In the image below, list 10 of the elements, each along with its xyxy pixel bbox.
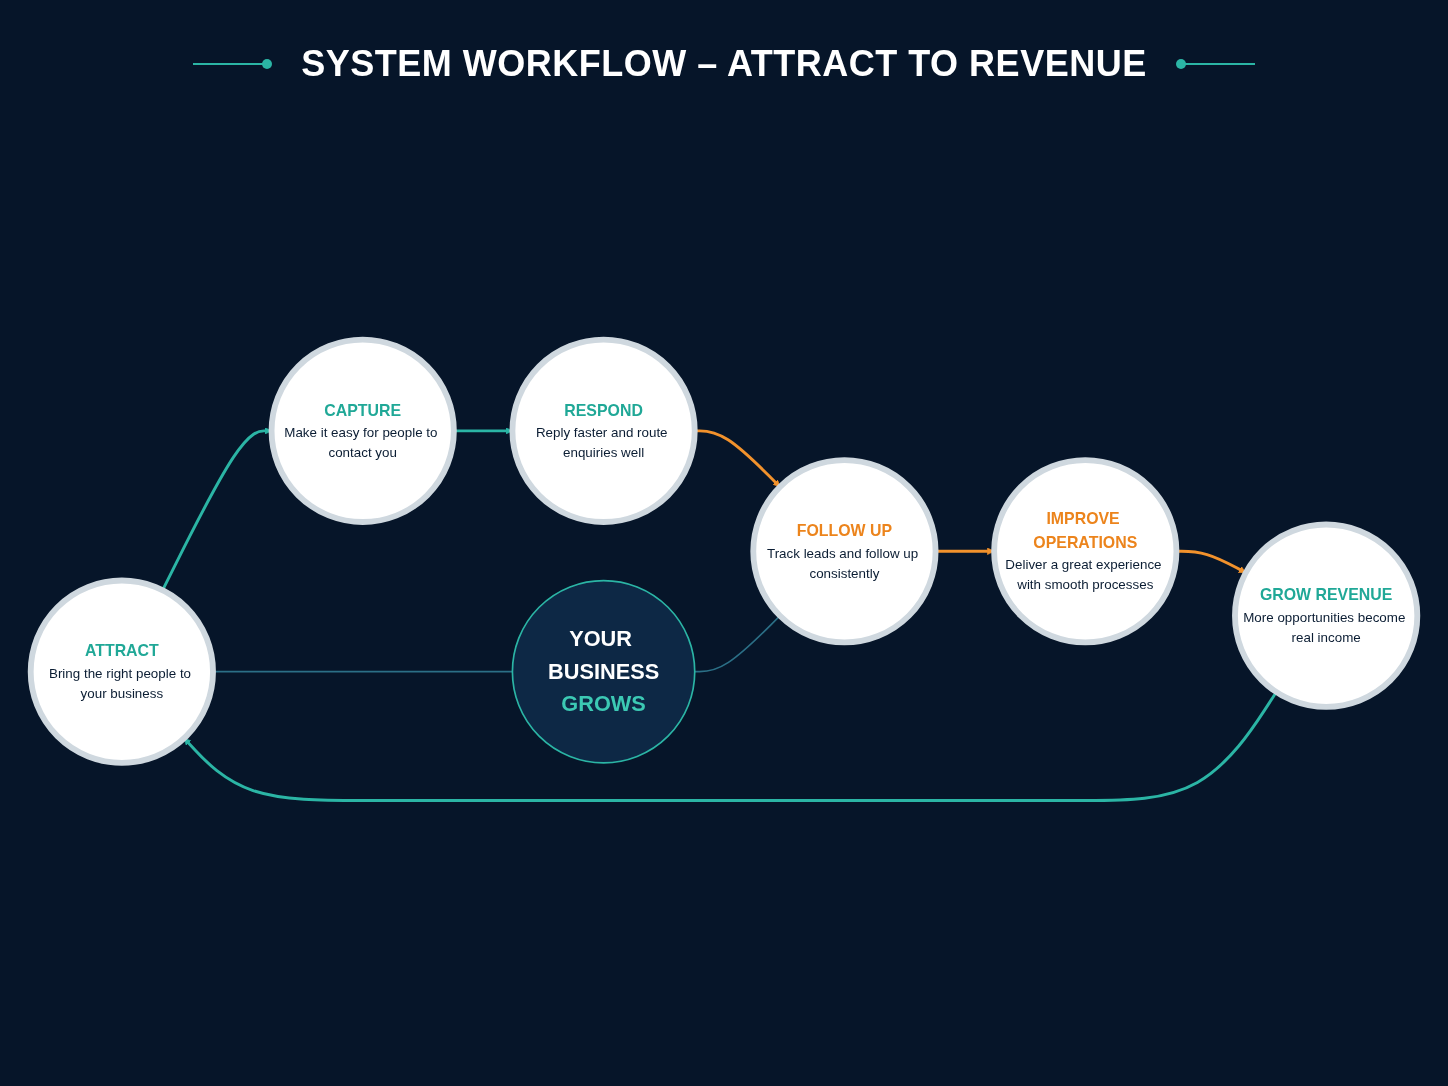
arrow — [1176, 549, 1247, 573]
node-circle: CAPTURE Make it easy for people to contact you — [268, 336, 457, 525]
node-circle: GROW REVENUE More opportunities become real income — [1232, 521, 1421, 710]
node-circle: FOLLOW UP Track leads and follow up consistently — [750, 457, 939, 646]
arrow — [183, 691, 1278, 802]
node-circle: ATTRACT Bring the right people to your business — [27, 577, 216, 766]
node-circle: IMPROVE OPERATIONS Deliver a great experience with smooth processes — [991, 457, 1180, 646]
node-circle: YOUR BUSINESS GROWS — [511, 579, 696, 764]
node-circle: RESPOND Reply faster and route enquiries well — [509, 336, 698, 525]
title: SYSTEM WORKFLOW – ATTRACT TO REVENUE — [301, 43, 1147, 85]
